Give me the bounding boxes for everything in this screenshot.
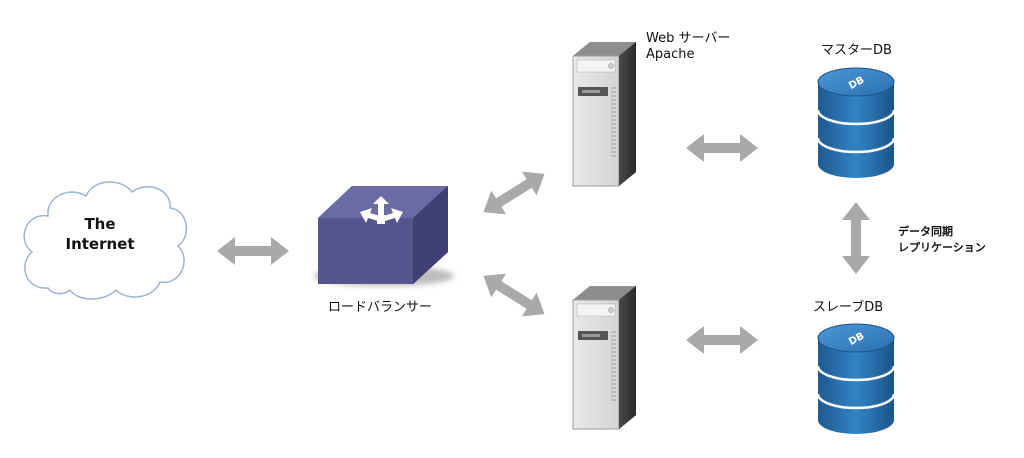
arrow-lb-web1 [476, 162, 552, 224]
replication-label: データ同期 レプリケーション [898, 224, 986, 256]
arrow-web1-master [686, 134, 758, 162]
web-server-label-line2: Apache [646, 47, 695, 62]
arrow-replication [842, 202, 870, 274]
replication-label-line2: レプリケーション [898, 241, 986, 254]
replication-label-line1: データ同期 [898, 225, 953, 238]
slave-db-label: スレーブDB [813, 300, 884, 315]
internet-cloud [23, 181, 188, 300]
arrow-internet-lb [217, 237, 289, 265]
internet-label-line2: Internet [65, 235, 135, 253]
master-db-label: マスターDB [821, 43, 892, 58]
internet-label-line1: The [84, 215, 116, 233]
web-server-1-icon [572, 42, 636, 187]
master-db-icon: DB [816, 67, 896, 178]
load-balancer-icon [314, 186, 454, 286]
slave-db-icon: DB [816, 323, 896, 434]
load-balancer-label: ロードバランサー [328, 300, 433, 315]
web-server-label-line1: Web サーバー [646, 31, 731, 46]
internet-label: The Internet [40, 214, 160, 254]
web-server-label: Web サーバー Apache [646, 31, 730, 63]
arrow-web2-slave [686, 326, 758, 354]
web-server-2-icon [572, 286, 636, 430]
arrow-lb-web2 [476, 264, 552, 326]
